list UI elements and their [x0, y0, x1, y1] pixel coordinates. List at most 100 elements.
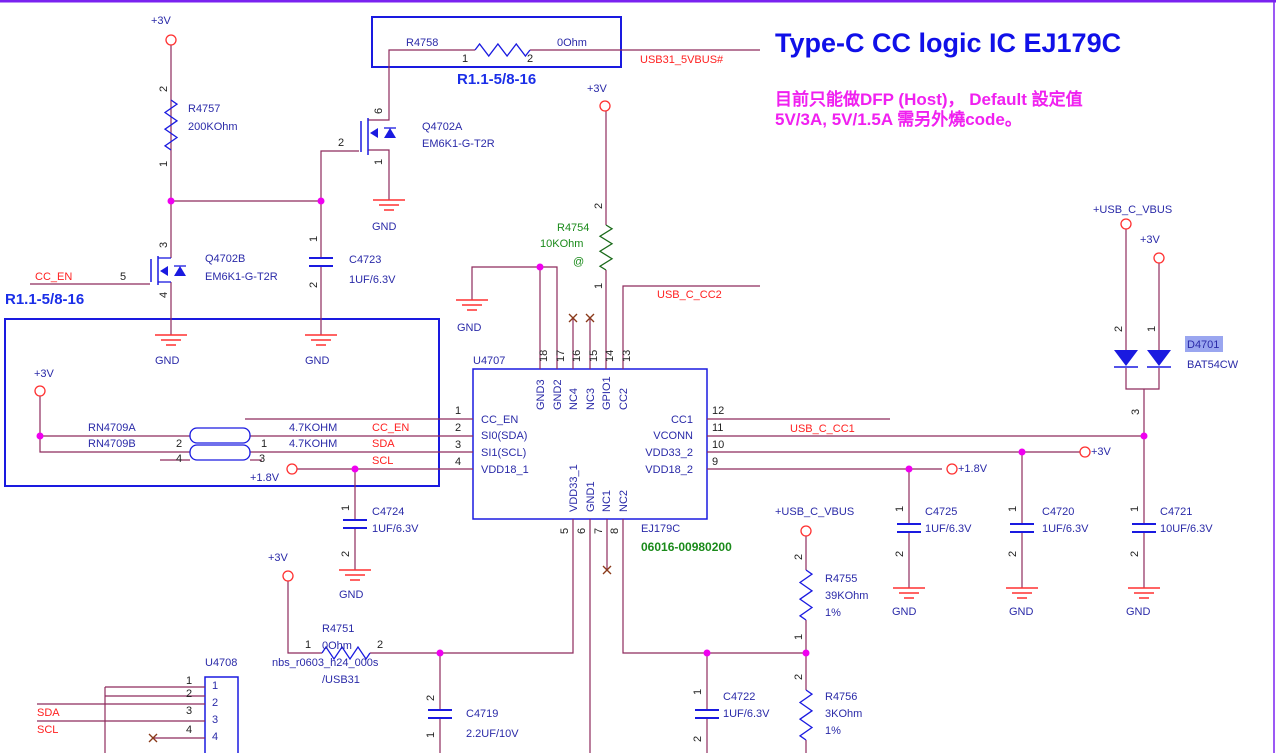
pin-number: 1 [340, 505, 352, 511]
ref-r4755: R4755 [825, 573, 857, 585]
ref-r4758: R4758 [406, 37, 438, 49]
ground-label: GND [155, 355, 180, 367]
connector-u4708-body [204, 676, 239, 753]
mark-r4754: @ [573, 256, 584, 268]
value-c4723: 1UF/6.3V [349, 274, 396, 286]
power-label-usb-c-vbus: +USB_C_VBUS [1093, 204, 1172, 216]
pin-number: 7 [593, 528, 605, 534]
revision-box [4, 318, 440, 487]
pin-number: 1 [1129, 506, 1141, 512]
pin-number: 2 [338, 137, 344, 149]
pin-number: 4 [176, 453, 182, 465]
wire [370, 519, 574, 654]
wire [368, 49, 475, 121]
junction-dot [167, 197, 175, 205]
power-port-icon [282, 570, 294, 582]
pin-number: 4 [212, 731, 218, 743]
wire [1125, 368, 1160, 390]
power-port-icon [1079, 446, 1091, 458]
pin-name: NC2 [618, 490, 630, 512]
pin-number: 1 [793, 634, 805, 640]
wire [320, 150, 359, 201]
pin-name: VDD18_2 [645, 464, 693, 476]
ref-c4724: C4724 [372, 506, 404, 518]
value-r4758: 0Ohm [557, 37, 587, 49]
pin-number: 4 [186, 724, 192, 736]
ref-u4707: U4707 [473, 355, 505, 367]
pin-number: 1 [308, 236, 320, 242]
ref-u4708: U4708 [205, 657, 237, 669]
resistor-r4751 [321, 645, 371, 661]
net-label-usb-c-cc2: USB_C_CC2 [657, 289, 722, 301]
net-label-scl: SCL [372, 455, 393, 467]
ref-rn4709a: RN4709A [88, 422, 136, 434]
power-label-usb-c-vbus: +USB_C_VBUS [775, 506, 854, 518]
pin-number: 12 [712, 405, 724, 417]
mosfet-q4702b-arrow [160, 266, 168, 276]
ref-q4702a: Q4702A [422, 121, 463, 133]
wire [39, 396, 190, 453]
value-q4702a: EM6K1-G-T2R [422, 138, 495, 150]
value-c4721: 10UF/6.3V [1160, 523, 1213, 535]
power-port-icon [34, 385, 46, 397]
pin-number: 1 [425, 732, 437, 738]
no-connect-icon [568, 313, 578, 323]
pin-name: SI0(SDA) [481, 430, 527, 442]
pin-number: 1 [593, 283, 605, 289]
tolerance-r4756: 1% [825, 725, 841, 737]
diode-icon [1114, 350, 1138, 366]
power-port-icon [946, 463, 958, 475]
wire [287, 581, 322, 654]
pin-number: 2 [1129, 551, 1141, 557]
pin-number: 2 [425, 695, 437, 701]
pin-number: 5 [559, 528, 571, 534]
no-connect-icon [585, 313, 595, 323]
pin-number: 3 [212, 714, 218, 726]
wire [368, 149, 390, 200]
value-r4756: 3KOhm [825, 708, 862, 720]
value-c4724: 1UF/6.3V [372, 523, 419, 535]
resistor-network-rn4709b [189, 444, 251, 461]
pin-number: 4 [158, 292, 170, 298]
net-label-sda: SDA [372, 438, 395, 450]
pin-number: 4 [455, 456, 461, 468]
ref-c4725: C4725 [925, 506, 957, 518]
junction-dot [36, 432, 44, 440]
pin-number: 2 [593, 203, 605, 209]
pin-name: CC1 [671, 414, 693, 426]
ref-d4701: D4701 [1187, 339, 1219, 351]
pin-number: 1 [692, 689, 704, 695]
pin-number: 1 [212, 680, 218, 692]
tolerance-r4755: 1% [825, 607, 841, 619]
pin-number: 2 [158, 86, 170, 92]
pin-number: 1 [1007, 506, 1019, 512]
ground-label: GND [305, 355, 330, 367]
resistor-r4754 [598, 224, 614, 271]
pin-number: 2 [692, 736, 704, 742]
pin-number: 3 [455, 439, 461, 451]
power-label-3v: +3V [151, 15, 172, 27]
pin-name: NC4 [568, 388, 580, 410]
revision-tag: R1.1-5/8-16 [457, 71, 536, 88]
selection-highlight [1185, 336, 1223, 352]
pin-number: 9 [712, 456, 718, 468]
pin-number: 3 [158, 242, 170, 248]
design-note: 目前只能做DFP (Host)， Default 設定值 [775, 89, 1083, 109]
design-note: 5V/3A, 5V/1.5A 需另外燒code。 [775, 109, 1022, 129]
pin-number: 1 [158, 161, 170, 167]
resistor-r4757 [163, 99, 179, 151]
pin-number: 1 [261, 438, 267, 450]
pin-name: VCONN [653, 430, 693, 442]
pin-number: 2 [176, 438, 182, 450]
power-label-1v8: +1.8V [250, 472, 280, 484]
pin-name: GPIO1 [601, 376, 613, 410]
ground-label: GND [372, 221, 397, 233]
diode-icon [1147, 350, 1171, 366]
pin-number: 6 [576, 528, 588, 534]
resistor-r4756 [798, 689, 814, 741]
value-c4722: 1UF/6.3V [723, 708, 770, 720]
value-r4754: 10KOhm [540, 238, 583, 250]
pin-number: 1 [462, 53, 468, 65]
value-c4719: 2.2UF/10V [466, 728, 519, 740]
pin-number: 1 [373, 159, 385, 165]
